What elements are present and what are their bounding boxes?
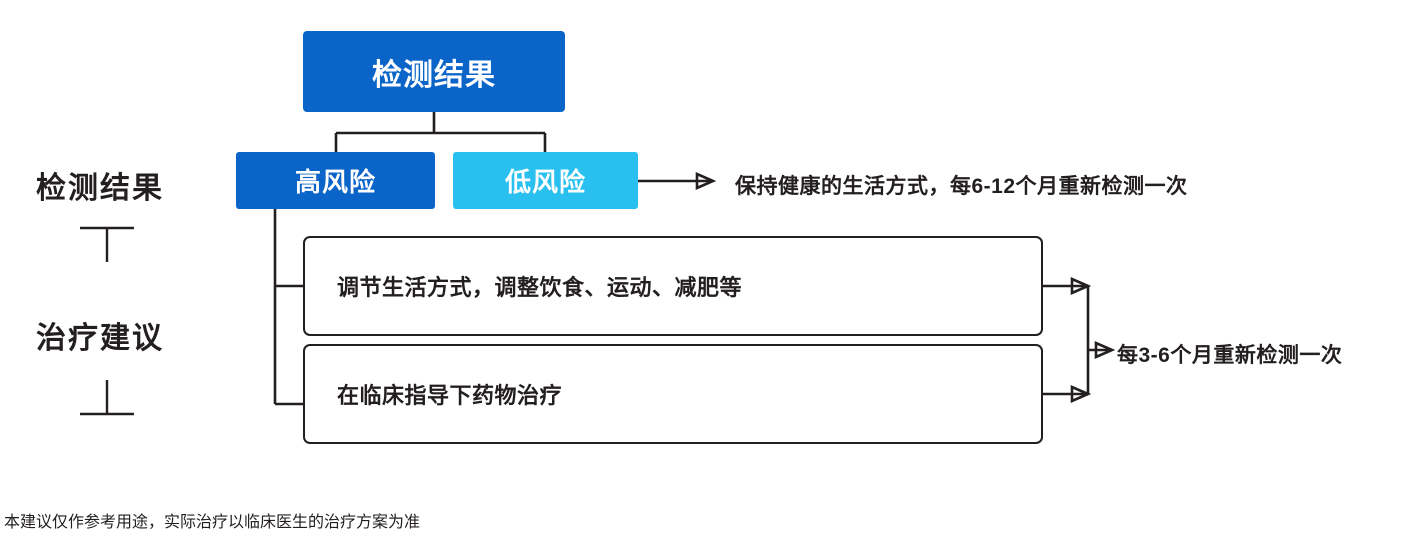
box-medication-label: 在临床指导下药物治疗 [337,383,563,408]
node-high-risk-label: 高风险 [294,167,376,197]
node-test-result[interactable]: 检测结果 [303,31,565,112]
node-test-result-label: 检测结果 [372,58,496,92]
side-label-test-result: 检测结果 [36,172,164,205]
medication-arrow-head [1070,385,1092,403]
node-low-risk-label: 低风险 [504,167,586,197]
box-lifestyle-recommendation[interactable]: 调节生活方式，调整饮食、运动、减肥等 [303,236,1043,336]
low-risk-arrow-head [695,172,717,190]
lifestyle-arrow-head [1070,277,1092,295]
retest-arrow-head [1094,341,1116,359]
box-medication-recommendation[interactable]: 在临床指导下药物治疗 [303,344,1043,444]
low-risk-advice-text: 保持健康的生活方式，每6-12个月重新检测一次 [735,175,1188,198]
node-low-risk[interactable]: 低风险 [453,152,638,209]
box-lifestyle-label: 调节生活方式，调整饮食、运动、减肥等 [337,275,743,300]
side-label-treatment-advice: 治疗建议 [36,322,164,355]
footnote-text: 本建议仅作参考用途，实际治疗以临床医生的治疗方案为准 [4,514,421,531]
node-high-risk[interactable]: 高风险 [236,152,435,209]
retest-interval-text: 每3-6个月重新检测一次 [1117,344,1343,367]
